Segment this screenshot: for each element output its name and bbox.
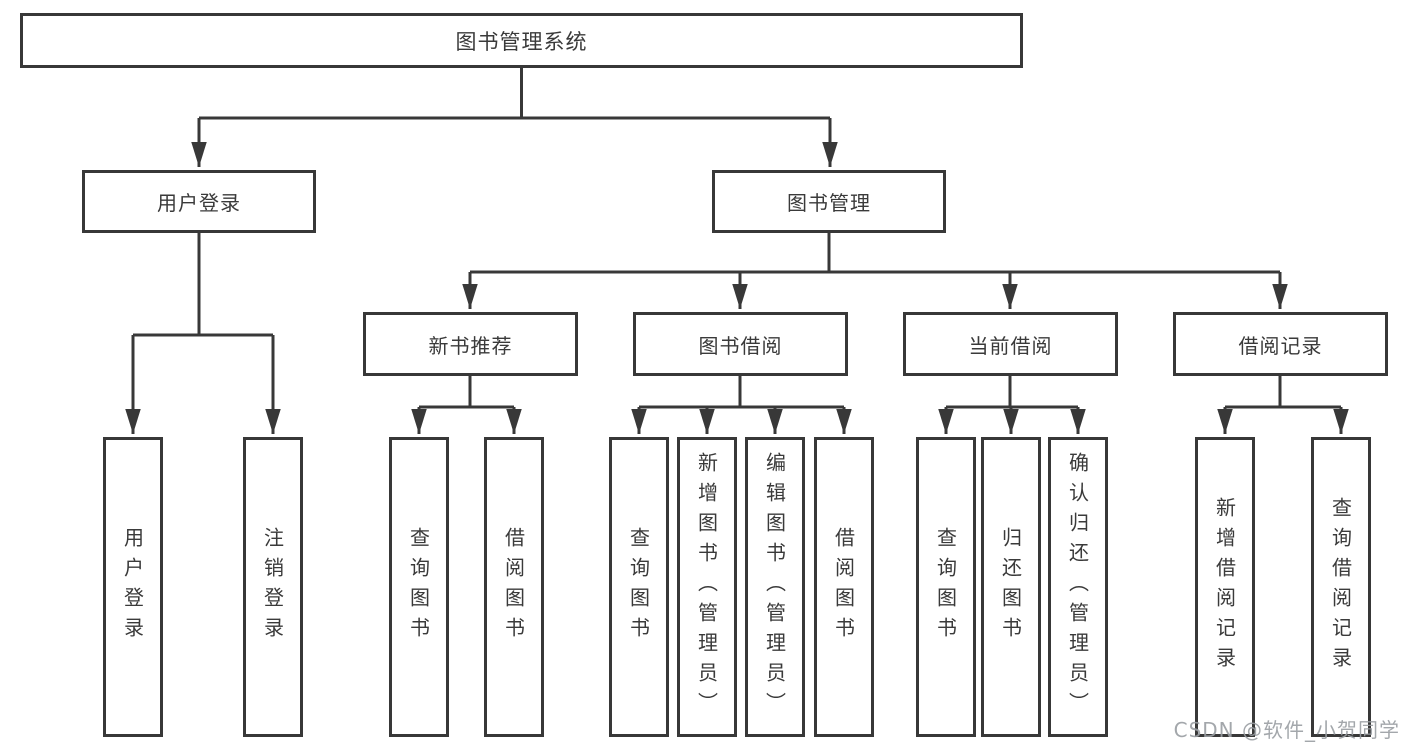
node-label: 确认归还（管理员） bbox=[1065, 452, 1090, 722]
node-label: 借阅记录 bbox=[1238, 333, 1323, 358]
leaf-confirm-return-admin: 确认归还（管理员） bbox=[1048, 437, 1108, 737]
node-current-borrowing: 当前借阅 bbox=[903, 312, 1118, 376]
node-book-management: 图书管理 bbox=[712, 170, 946, 233]
leaf-add-books-admin: 新增图书（管理员） bbox=[677, 437, 737, 737]
leaf-query-borrow-record: 查询借阅记录 bbox=[1311, 437, 1371, 737]
node-library-management-system: 图书管理系统 bbox=[20, 13, 1023, 68]
leaf-query-books-recommend: 查询图书 bbox=[389, 437, 449, 737]
node-label: 编辑图书（管理员） bbox=[762, 452, 787, 722]
csdn-watermark: CSDN @软件_小贺同学 bbox=[1173, 718, 1400, 742]
node-label: 新增借阅记录 bbox=[1212, 497, 1237, 677]
node-label: 查询图书 bbox=[626, 527, 651, 647]
leaf-borrow-books-borrowing: 借阅图书 bbox=[814, 437, 874, 737]
node-label: 查询图书 bbox=[406, 527, 431, 647]
node-label: 用户登录 bbox=[120, 527, 145, 647]
node-user-login: 用户登录 bbox=[82, 170, 316, 233]
node-label: 图书管理系统 bbox=[455, 29, 588, 54]
node-label: 查询图书 bbox=[933, 527, 958, 647]
leaf-return-books: 归还图书 bbox=[981, 437, 1041, 737]
leaf-query-books-current: 查询图书 bbox=[916, 437, 976, 737]
node-label: 借阅图书 bbox=[501, 527, 526, 647]
node-borrowing-records: 借阅记录 bbox=[1173, 312, 1388, 376]
leaf-edit-books-admin: 编辑图书（管理员） bbox=[745, 437, 805, 737]
node-label: 新书推荐 bbox=[428, 333, 513, 358]
node-book-borrowing: 图书借阅 bbox=[633, 312, 848, 376]
leaf-query-books-borrowing: 查询图书 bbox=[609, 437, 669, 737]
leaf-borrow-books-recommend: 借阅图书 bbox=[484, 437, 544, 737]
leaf-add-borrow-record: 新增借阅记录 bbox=[1195, 437, 1255, 737]
node-new-book-recommendation: 新书推荐 bbox=[363, 312, 578, 376]
node-label: 归还图书 bbox=[998, 527, 1023, 647]
leaf-user-login: 用户登录 bbox=[103, 437, 163, 737]
node-label: 查询借阅记录 bbox=[1328, 497, 1353, 677]
node-label: 图书借阅 bbox=[698, 333, 783, 358]
node-label: 注销登录 bbox=[260, 527, 285, 647]
node-label: 用户登录 bbox=[157, 191, 241, 215]
leaf-logout-login: 注销登录 bbox=[243, 437, 303, 737]
node-label: 图书管理 bbox=[787, 191, 871, 215]
node-label: 借阅图书 bbox=[831, 527, 856, 647]
node-label: 当前借阅 bbox=[968, 333, 1053, 358]
node-label: 新增图书（管理员） bbox=[694, 452, 719, 722]
